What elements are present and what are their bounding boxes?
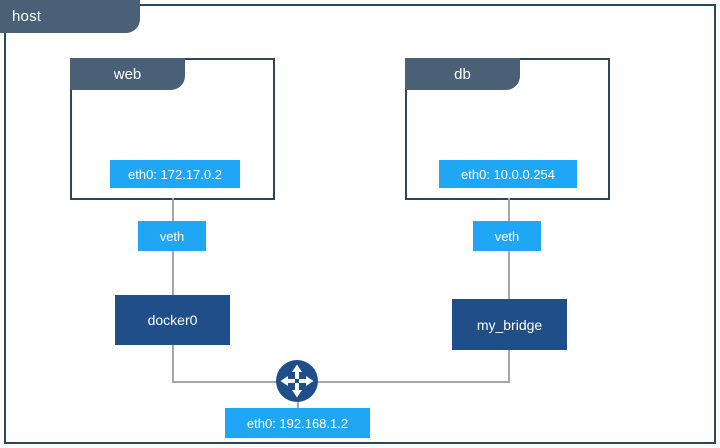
bridge-my-bridge-label: my_bridge: [476, 316, 543, 333]
connector-bus-right: [310, 381, 510, 383]
host-tab: host: [0, 0, 140, 33]
container-web-tab: web: [70, 58, 185, 90]
host-tab-label: host: [12, 8, 42, 25]
connector-web-to-veth-left: [172, 198, 174, 238]
container-web-label: web: [113, 65, 142, 83]
veth-right[interactable]: veth: [473, 221, 541, 251]
container-db-eth0-label: eth0: 10.0.0.254: [461, 166, 555, 182]
container-db-tab: db: [405, 58, 520, 90]
router-icon[interactable]: [274, 358, 320, 404]
connector-bus-left: [172, 381, 286, 383]
container-db-label: db: [454, 65, 471, 83]
veth-left[interactable]: veth: [138, 221, 206, 251]
host-boundary: [4, 4, 716, 444]
bridge-docker0[interactable]: docker0: [115, 295, 230, 345]
connector-veth-left-to-docker0: [172, 250, 174, 298]
connector-veth-right-to-mybridge: [508, 250, 510, 302]
container-db[interactable]: db eth0: 10.0.0.254: [405, 58, 610, 200]
connector-db-to-veth-right: [508, 198, 510, 238]
container-web-eth0[interactable]: eth0: 172.17.0.2: [110, 160, 240, 188]
container-web[interactable]: web eth0: 172.17.0.2: [70, 58, 275, 200]
bridge-my-bridge[interactable]: my_bridge: [452, 299, 567, 350]
router-icon-svg: [276, 360, 318, 402]
connector-mybridge-to-bus: [508, 349, 510, 382]
connector-docker0-to-bus: [172, 344, 174, 382]
host-eth0[interactable]: eth0: 192.168.1.2: [225, 408, 370, 438]
veth-left-label: veth: [159, 228, 185, 244]
container-web-eth0-label: eth0: 172.17.0.2: [128, 166, 222, 182]
bridge-docker0-label: docker0: [147, 312, 198, 328]
host-eth0-label: eth0: 192.168.1.2: [246, 415, 349, 431]
veth-right-label: veth: [494, 228, 520, 244]
container-db-eth0[interactable]: eth0: 10.0.0.254: [439, 160, 577, 188]
